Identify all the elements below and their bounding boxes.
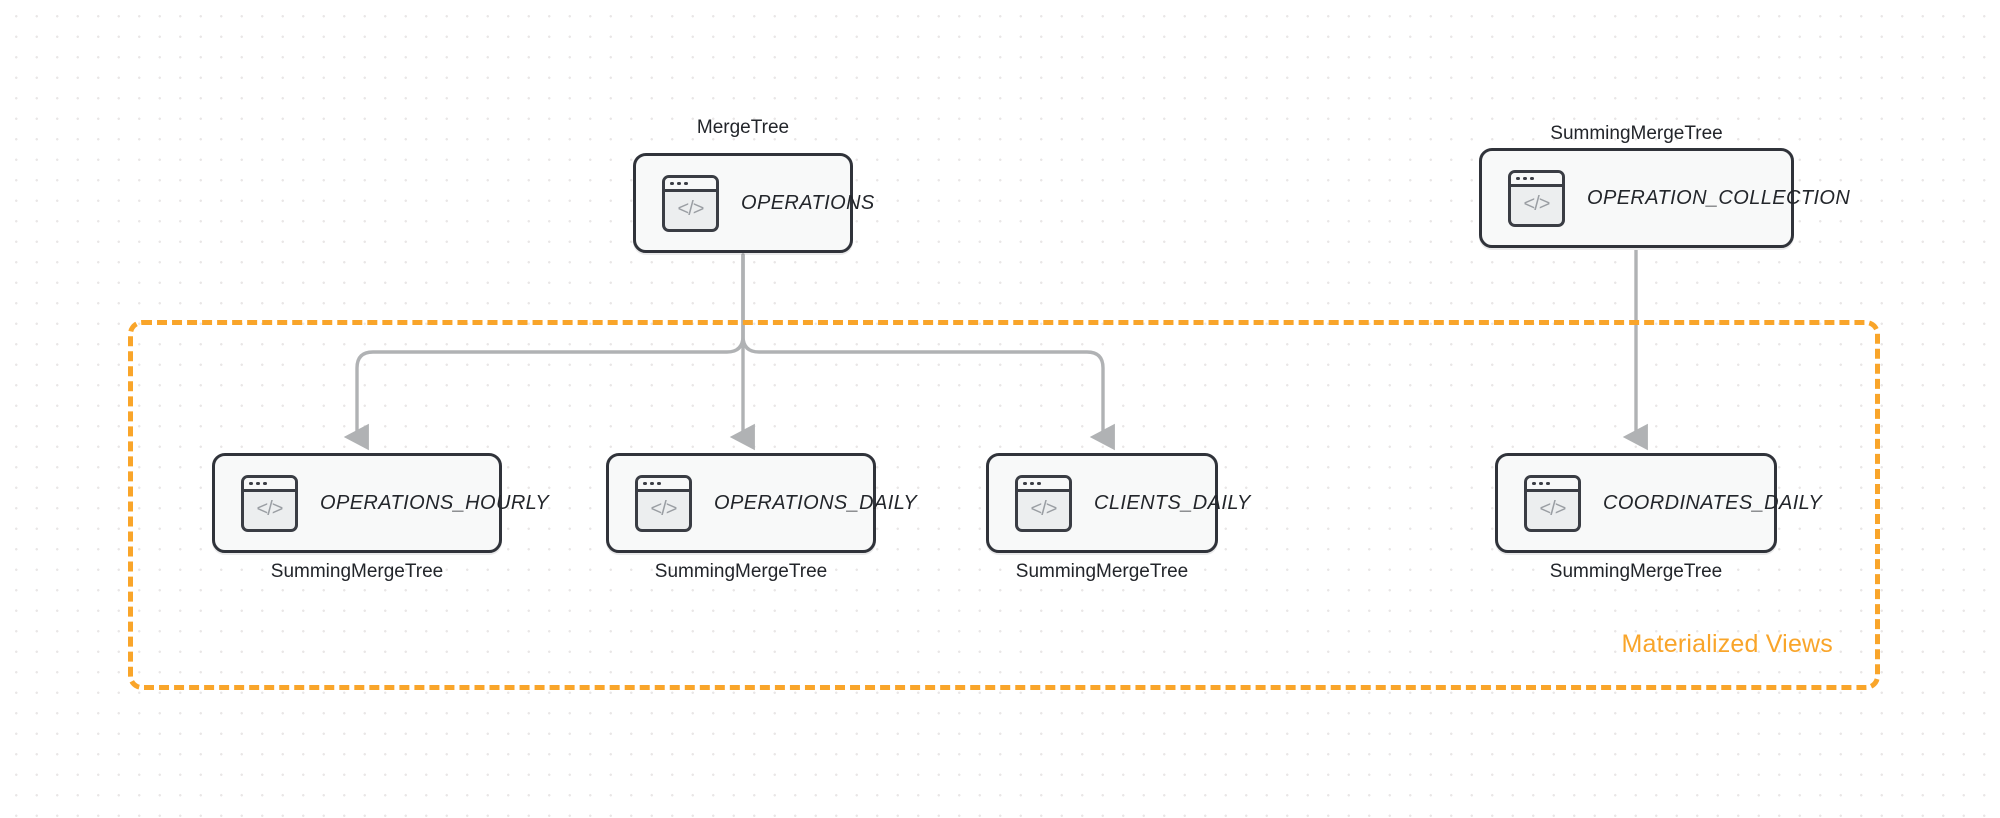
node-operations-daily[interactable]: </> OPERATIONS_DAILY: [606, 453, 917, 553]
code-window-glyph: </>: [1539, 498, 1567, 520]
code-window-icon: </>: [241, 474, 298, 532]
node-operation-collection[interactable]: </> OPERATION_COLLECTION: [1479, 148, 1850, 248]
node-operations-hourly[interactable]: </> OPERATIONS_HOURLY: [212, 453, 549, 553]
code-window-glyph: </>: [1030, 498, 1058, 520]
node-label-operations: OPERATIONS: [741, 191, 875, 214]
code-window-icon: </>: [1508, 169, 1565, 227]
engine-label-operation-collection: SummingMergeTree: [1550, 123, 1723, 144]
engine-label-clients-daily: SummingMergeTree: [1015, 561, 1189, 582]
materialized-views-label: Materialized Views: [1621, 630, 1833, 658]
code-window-glyph: </>: [677, 198, 705, 220]
engine-label-operations-daily: SummingMergeTree: [654, 561, 828, 582]
code-window-icon: </>: [635, 474, 692, 532]
code-window-glyph: </>: [256, 498, 284, 520]
code-window-glyph: </>: [650, 498, 678, 520]
node-label-operations-hourly: OPERATIONS_HOURLY: [320, 491, 550, 514]
node-label-operations-daily: OPERATIONS_DAILY: [714, 491, 918, 514]
node-clients-daily[interactable]: </> CLIENTS_DAILY: [986, 453, 1250, 553]
node-operations[interactable]: </> OPERATIONS: [633, 153, 874, 253]
code-window-icon: </>: [1015, 474, 1072, 532]
node-label-operation-collection: OPERATION_COLLECTION: [1587, 186, 1851, 209]
code-window-icon: </>: [1524, 474, 1581, 532]
engine-label-operations-hourly: SummingMergeTree: [270, 561, 444, 582]
code-window-glyph: </>: [1523, 193, 1551, 215]
engine-label-operations: MergeTree: [696, 117, 790, 138]
node-coordinates-daily[interactable]: </> COORDINATES_DAILY: [1495, 453, 1822, 553]
node-label-clients-daily: CLIENTS_DAILY: [1094, 491, 1251, 514]
node-label-coordinates-daily: COORDINATES_DAILY: [1603, 491, 1823, 514]
code-window-icon: </>: [662, 174, 719, 232]
engine-label-coordinates-daily: SummingMergeTree: [1549, 561, 1723, 582]
materialized-views-group[interactable]: Materialized Views: [128, 320, 1880, 690]
